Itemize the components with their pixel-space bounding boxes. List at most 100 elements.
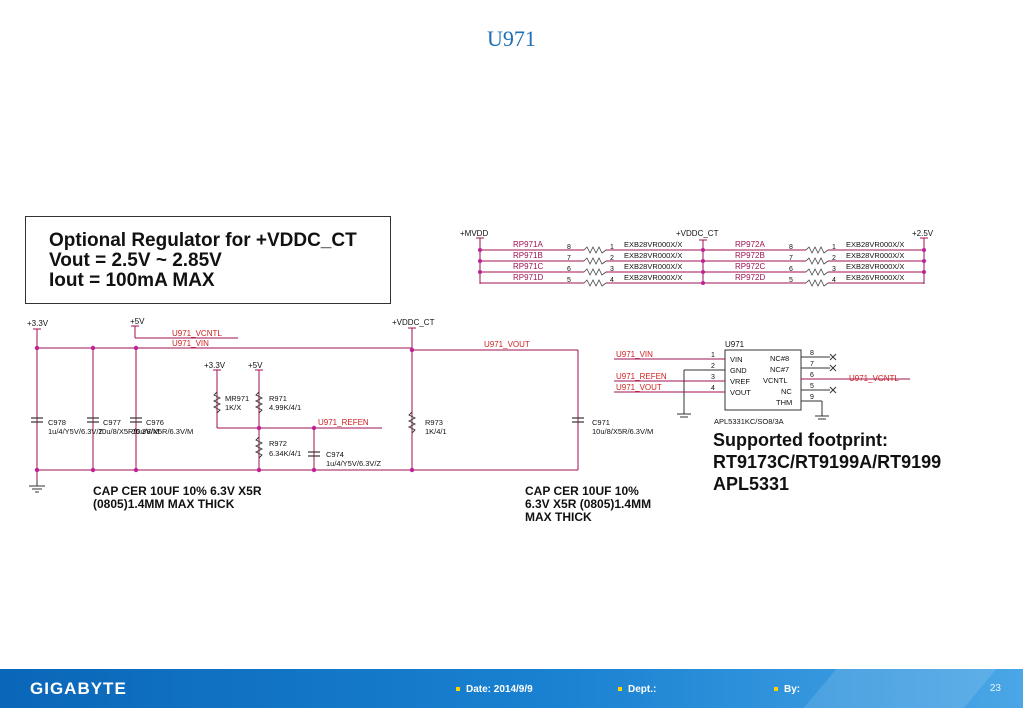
gigabyte-logo: GIGABYTE [30, 679, 127, 698]
ground-icon [29, 480, 45, 493]
ic-pin-num-9: 9 [810, 394, 814, 401]
ic-pin-nc7: NC#7 [770, 365, 789, 374]
rp972a-value: EXB28VR000X/X [846, 240, 904, 249]
page-number: 23 [989, 683, 1001, 694]
rp971c-value: EXB28VR000X/X [624, 262, 682, 271]
ic-part-label: APL5331KC/SO8/3A [714, 417, 784, 426]
supported-footprint-line1: Supported footprint: [713, 430, 888, 450]
rp972b-ref: RP972B [735, 251, 765, 260]
net-vcntl-label: U971_VCNTL [172, 329, 222, 338]
rp971a-pin2: 1 [610, 244, 614, 251]
r972-value: 6.34K/4/1 [269, 449, 301, 458]
ic-net-vcntl: U971_VCNTL [849, 374, 899, 383]
ic-net-refen: U971_REFEN [616, 372, 667, 381]
rp972c-ref: RP972C [735, 262, 765, 271]
ic-net-vout: U971_VOUT [616, 383, 662, 392]
rp972d-ref: RP972D [735, 273, 765, 282]
ic-pin-num-1: 1 [711, 352, 715, 359]
net-refen-label: U971_REFEN [318, 418, 369, 427]
input-wires [33, 325, 579, 480]
c974-value: 1u/4/Y5V/6.3V/Z [326, 459, 381, 468]
callout-line-1: Optional Regulator for +VDDC_CT [49, 230, 357, 251]
note-cap2-line1: CAP CER 10UF 10% [525, 484, 639, 498]
rp971a-value: EXB28VR000X/X [624, 240, 682, 249]
note-cap2-line3: MAX THICK [525, 510, 592, 524]
r971-value: 4.99K/4/1 [269, 403, 301, 412]
input-junctions [34, 345, 415, 473]
c976-ref: C976 [146, 418, 164, 427]
ic-pin-num-5: 5 [810, 383, 814, 390]
mr971-ref: MR971 [225, 394, 249, 403]
rp971b-pin1: 7 [567, 255, 571, 262]
ic-pin-thm: THM [776, 398, 792, 407]
footer-by-text: By: [784, 684, 801, 695]
bullet-icon [774, 687, 778, 692]
rail-mvdd-label: +MVDD [460, 229, 488, 238]
rail-5v-b-label: +5V [248, 361, 263, 370]
footer-dept: Dept.: [618, 684, 656, 695]
rp971b-ref: RP971B [513, 251, 543, 260]
c976-value: 10u/8/X5R/6.3V/M [132, 427, 193, 436]
ic-pin-vcntl: VCNTL [763, 376, 788, 385]
ic-pin-nc8: NC#8 [770, 354, 789, 363]
c977-ref: C977 [103, 418, 121, 427]
resistor-pack-array [476, 237, 928, 284]
ic-pin-num-4: 4 [711, 385, 715, 392]
rp971c-pin1: 6 [567, 266, 571, 273]
c974-ref: C974 [326, 450, 344, 459]
bullet-icon [456, 687, 460, 692]
c977-value: 10u/8/X5R/6.3V/M [98, 427, 159, 436]
ic-pin-vout: VOUT [730, 388, 751, 397]
rp971c-pin2: 3 [610, 266, 614, 273]
ic-pin-gnd: GND [730, 366, 747, 375]
footer-date-text: Date: 2014/9/9 [466, 684, 533, 695]
c978-ref: C978 [48, 418, 66, 427]
ic-pin-num-3: 3 [711, 374, 715, 381]
rail-2v5-label: +2.5V [912, 229, 934, 238]
rp971a-ref: RP971A [513, 240, 543, 249]
rp971d-ref: RP971D [513, 273, 543, 282]
rp972d-pin2: 4 [832, 277, 836, 284]
rp972c-pin2: 3 [832, 266, 836, 273]
rp971b-value: EXB28VR000X/X [624, 251, 682, 260]
footer-date: Date: 2014/9/9 [456, 684, 533, 695]
ic-pin-num-7: 7 [810, 361, 814, 368]
net-vin-label: U971_VIN [172, 339, 209, 348]
ic-pin-num-6: 6 [810, 372, 814, 379]
footer-by: By: [774, 684, 800, 695]
rp971a-pin1: 8 [567, 244, 571, 251]
rail-vddc-ct-top-label: +VDDC_CT [676, 229, 719, 238]
ic-pin-num-8: 8 [810, 350, 814, 357]
rp972d-value: EXB26VR000X/X [846, 273, 904, 282]
rp971d-pin1: 5 [567, 277, 571, 284]
rp971d-pin2: 4 [610, 277, 614, 284]
ic-ref-label: U971 [725, 340, 745, 349]
ic-pin-num-2: 2 [711, 363, 715, 370]
ic-pin-vin: VIN [730, 355, 743, 364]
ic-u971: U971 APL5331KC/SO8/3A VIN GND VREF VOUT … [614, 340, 910, 426]
callout-line-3: Iout = 100mA MAX [49, 270, 215, 291]
r972-ref: R972 [269, 439, 287, 448]
regulator-callout-box: Optional Regulator for +VDDC_CT Vout = 2… [25, 216, 391, 304]
rp972a-ref: RP972A [735, 240, 765, 249]
rp972c-value: EXB28VR000X/X [846, 262, 904, 271]
note-cap1-line2: (0805)1.4MM MAX THICK [93, 497, 235, 511]
capacitor-symbols [31, 417, 584, 457]
page-title: U971 [487, 26, 536, 51]
supported-footprint-line3: APL5331 [713, 474, 790, 494]
rail-3v3-b-label: +3.3V [204, 361, 226, 370]
rp972a-pin2: 1 [832, 244, 836, 251]
ic-net-vin: U971_VIN [616, 350, 653, 359]
rp972b-pin1: 7 [789, 255, 793, 262]
bullet-icon [618, 687, 622, 692]
rp971c-ref: RP971C [513, 262, 543, 271]
rail-vddc-ct-label: +VDDC_CT [392, 318, 435, 327]
rp971b-pin2: 2 [610, 255, 614, 262]
ic-pin-nc: NC [781, 387, 792, 396]
footer-bar: GIGABYTE Date: 2014/9/9 Dept.: By: 23 [0, 669, 1023, 708]
c971-ref: C971 [592, 418, 610, 427]
net-vout-label: U971_VOUT [484, 340, 530, 349]
rp971d-value: EXB28VR000X/X [624, 273, 682, 282]
r973-value: 1K/4/1 [425, 427, 447, 436]
